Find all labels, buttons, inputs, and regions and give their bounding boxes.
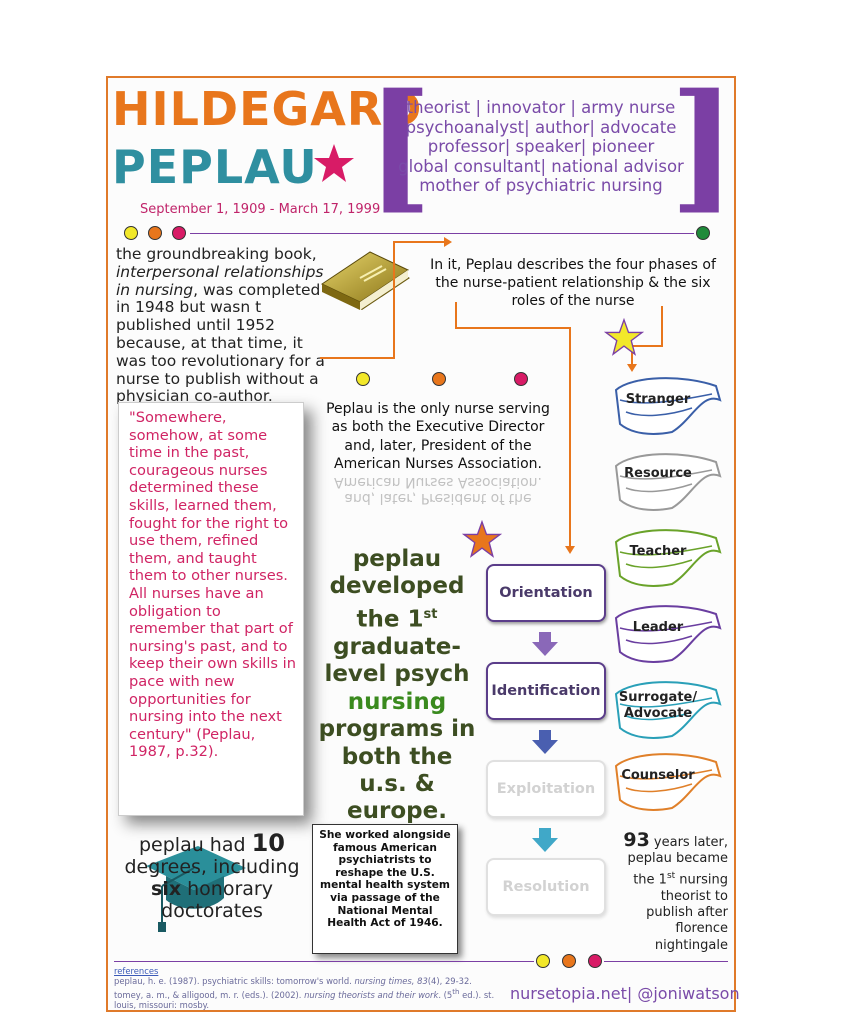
down-arrow-icon bbox=[532, 828, 558, 852]
degrees-fact: peplau had 10 degrees, including six hon… bbox=[112, 829, 312, 922]
peplau-quote: "Somewhere, somehow, at some time in the… bbox=[129, 409, 296, 761]
degrees-text: degrees, including bbox=[124, 856, 300, 878]
reference-book: nursing theorists and their work bbox=[304, 989, 439, 1000]
book-body: , was completed in 1948 but wasn t publi… bbox=[116, 280, 325, 406]
ana-reflection-line: American Nurses Association. bbox=[334, 474, 542, 490]
developed-text: graduate-level psych bbox=[324, 633, 470, 688]
roles-list: theorist | innovator | army nurse psycho… bbox=[396, 98, 686, 196]
title-last-name: PEPLAU bbox=[112, 140, 318, 194]
phase-orientation: Orientation bbox=[486, 564, 606, 622]
life-dates: September 1, 1909 - March 17, 1999 bbox=[140, 202, 381, 217]
orange-dot-icon bbox=[562, 954, 576, 968]
pink-dot-icon bbox=[588, 954, 602, 968]
reference-journal: nursing times, 83 bbox=[354, 976, 428, 987]
pink-dot-icon bbox=[514, 372, 528, 386]
reference-sup: th bbox=[452, 987, 460, 996]
quote-box: "Somewhere, somehow, at some time in the… bbox=[118, 402, 304, 816]
left-bracket-icon: [ bbox=[366, 64, 433, 228]
orange-dot-icon bbox=[432, 372, 446, 386]
graduation-cap-icon bbox=[146, 846, 246, 932]
phase-exploitation: Exploitation bbox=[486, 760, 606, 818]
ana-reflection: and, later, President of the American Nu… bbox=[320, 474, 556, 506]
divider-line bbox=[604, 961, 728, 962]
role-label: Surrogate/ Advocate bbox=[618, 690, 698, 721]
down-arrow-icon bbox=[532, 632, 558, 656]
reference-item: tomey, a. m., & alligood, m. r. (eds.). … bbox=[114, 987, 504, 1011]
role-label: Teacher bbox=[629, 544, 687, 559]
phases-intro: In it, Peplau describes the four phases … bbox=[430, 257, 716, 309]
divider-line bbox=[114, 961, 534, 962]
orange-dot-icon bbox=[148, 226, 162, 240]
references: references peplau, h. e. (1987). psychia… bbox=[114, 966, 504, 1010]
ana-reflection-line: and, later, President of the bbox=[344, 490, 532, 506]
book-line: the groundbreaking book, bbox=[116, 245, 317, 263]
right-bracket-icon: ] bbox=[670, 64, 737, 228]
developed-highlight: nursing bbox=[347, 688, 447, 715]
years-number: 93 bbox=[623, 829, 650, 851]
degrees-text: honorary doctorates bbox=[161, 878, 273, 922]
roles-line: professor| speaker| pioneer bbox=[427, 137, 655, 157]
roles-line: psychoanalyst| author| advocate bbox=[405, 117, 677, 137]
nurse-cap-icon bbox=[614, 605, 722, 663]
mental-health-act-box: She worked alongside famous American psy… bbox=[312, 824, 458, 954]
book-paragraph: the groundbreaking book, interpersonal r… bbox=[116, 245, 328, 406]
yellow-dot-icon bbox=[356, 372, 370, 386]
book-icon bbox=[320, 251, 410, 310]
roles-line: mother of psychiatric nursing bbox=[419, 176, 663, 196]
developed-text: peplau developed the 1 bbox=[329, 546, 465, 633]
yellow-dot-icon bbox=[536, 954, 550, 968]
orange-star-icon bbox=[462, 520, 502, 558]
nurse-cap-icon bbox=[614, 529, 722, 587]
years-text: years later, peplau became the 1 bbox=[627, 835, 728, 888]
nurse-cap-icon bbox=[614, 377, 722, 435]
connector-arrows bbox=[320, 237, 663, 554]
reference-text: (4), 29-32. bbox=[427, 976, 472, 987]
developed-text: programs in both the u.s. & europe. bbox=[318, 716, 476, 825]
role-label: Resource bbox=[624, 466, 692, 481]
degrees-text: peplau had bbox=[138, 834, 252, 856]
graduate-program-fact: peplau developed the 1st graduate-level … bbox=[318, 546, 476, 826]
degrees-highlight: six bbox=[151, 878, 182, 900]
years-text: nursing theorist to publish after floren… bbox=[646, 872, 728, 953]
yellow-dot-icon bbox=[124, 226, 138, 240]
footer-credit[interactable]: nursetopia.net| @joniwatson bbox=[510, 984, 740, 1003]
reference-text: . (5 bbox=[438, 989, 453, 1000]
nurse-cap-icon bbox=[614, 753, 722, 811]
role-label: Counselor bbox=[621, 768, 695, 783]
references-heading: references bbox=[114, 966, 159, 976]
role-label: Leader bbox=[632, 620, 684, 635]
phase-identification: Identification bbox=[486, 662, 606, 720]
years-sup: st bbox=[666, 870, 676, 881]
reference-text: peplau, h. e. (1987). psychiatric skills… bbox=[114, 976, 355, 987]
phase-resolution: Resolution bbox=[486, 858, 606, 916]
pink-star-icon bbox=[314, 144, 354, 182]
pink-dot-icon bbox=[172, 226, 186, 240]
title-first-name: HILDEGARD bbox=[112, 82, 423, 136]
green-dot-icon bbox=[696, 226, 710, 240]
book-title: interpersonal relationships in nursing bbox=[116, 262, 324, 299]
years-later-fact: 93 years later, peplau became the 1st nu… bbox=[612, 829, 728, 954]
roles-line: global consultant| national advisor bbox=[398, 156, 684, 176]
worked-text: She worked alongside famous American psy… bbox=[319, 829, 451, 930]
divider-line bbox=[190, 233, 694, 234]
roles-line: theorist | innovator | army nurse bbox=[406, 98, 676, 117]
role-label: Stranger bbox=[625, 392, 691, 407]
developed-sup: st bbox=[423, 606, 438, 622]
down-arrow-icon bbox=[532, 730, 558, 754]
degrees-number: 10 bbox=[251, 829, 285, 857]
nurse-cap-icon bbox=[614, 453, 722, 511]
nurse-cap-icon bbox=[614, 681, 722, 739]
yellow-star-icon bbox=[604, 318, 644, 356]
reference-item: peplau, h. e. (1987). psychiatric skills… bbox=[114, 976, 504, 986]
reference-text: ed.). st. louis, missouri: mosby. bbox=[114, 989, 495, 1011]
ana-statement: Peplau is the only nurse serving as both… bbox=[326, 401, 550, 473]
reference-text: tomey, a. m., & alligood, m. r. (eds.). … bbox=[114, 989, 305, 1000]
